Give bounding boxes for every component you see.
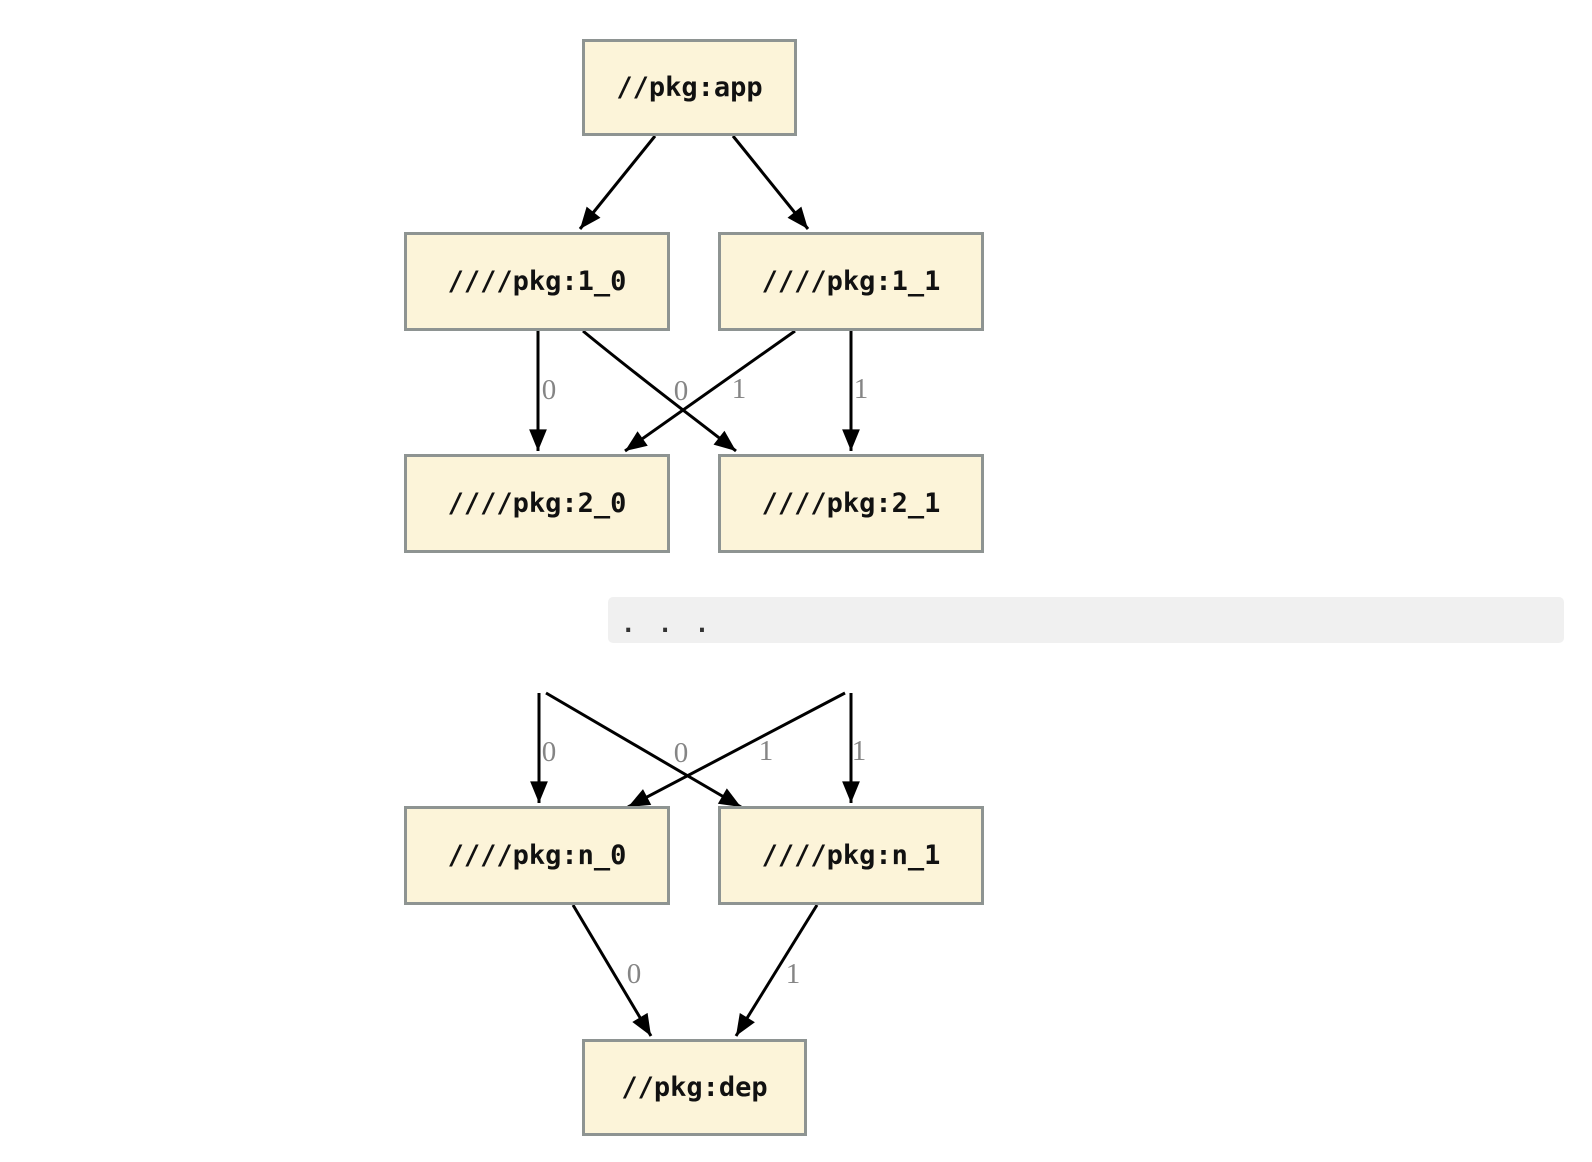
edge-label-hidden2-to-n_1: 1 [851, 734, 867, 767]
edge-app-to-1_0 [578, 135, 657, 230]
edge-1_1-to-2_0 [624, 329, 796, 453]
node-pkg-1_1: ////pkg:1_1 [718, 232, 984, 331]
edge-label-1_0-to-2_0: 0 [541, 373, 557, 406]
node-pkg-2_0: ////pkg:2_0 [404, 454, 670, 553]
edge-hidden-to-n_1-cross [545, 691, 742, 809]
edge-hidden2-to-n_0-cross [627, 691, 846, 809]
edge-label-1_0-to-2_1: 1 [731, 372, 747, 405]
edge-label-1_1-to-2_0: 0 [673, 374, 689, 407]
node-pkg-1_0: ////pkg:1_0 [404, 232, 670, 331]
edge-label-hidden2-to-n_0: 0 [673, 736, 689, 769]
edge-1_0-to-2_1 [582, 329, 737, 453]
edge-label-n_0-to-dep: 0 [626, 957, 642, 990]
ellipsis-separator: . . . [608, 597, 1564, 643]
edge-label-n_1-to-dep: 1 [785, 957, 801, 990]
node-pkg-app: //pkg:app [582, 39, 797, 136]
edge-label-hidden-to-n_1: 1 [758, 734, 774, 767]
node-pkg-2_1: ////pkg:2_1 [718, 454, 984, 553]
edge-label-1_1-to-2_1: 1 [853, 372, 869, 405]
edge-n_0-to-dep [571, 904, 653, 1037]
ellipsis-dots: . . . [621, 610, 714, 638]
node-pkg-n_0: ////pkg:n_0 [404, 806, 670, 905]
node-pkg-dep: //pkg:dep [582, 1039, 807, 1136]
edge-app-to-1_1 [731, 135, 810, 230]
edge-n_1-to-dep [734, 904, 819, 1037]
edge-label-hidden-to-n_0: 0 [541, 735, 557, 768]
node-pkg-n_1: ////pkg:n_1 [718, 806, 984, 905]
